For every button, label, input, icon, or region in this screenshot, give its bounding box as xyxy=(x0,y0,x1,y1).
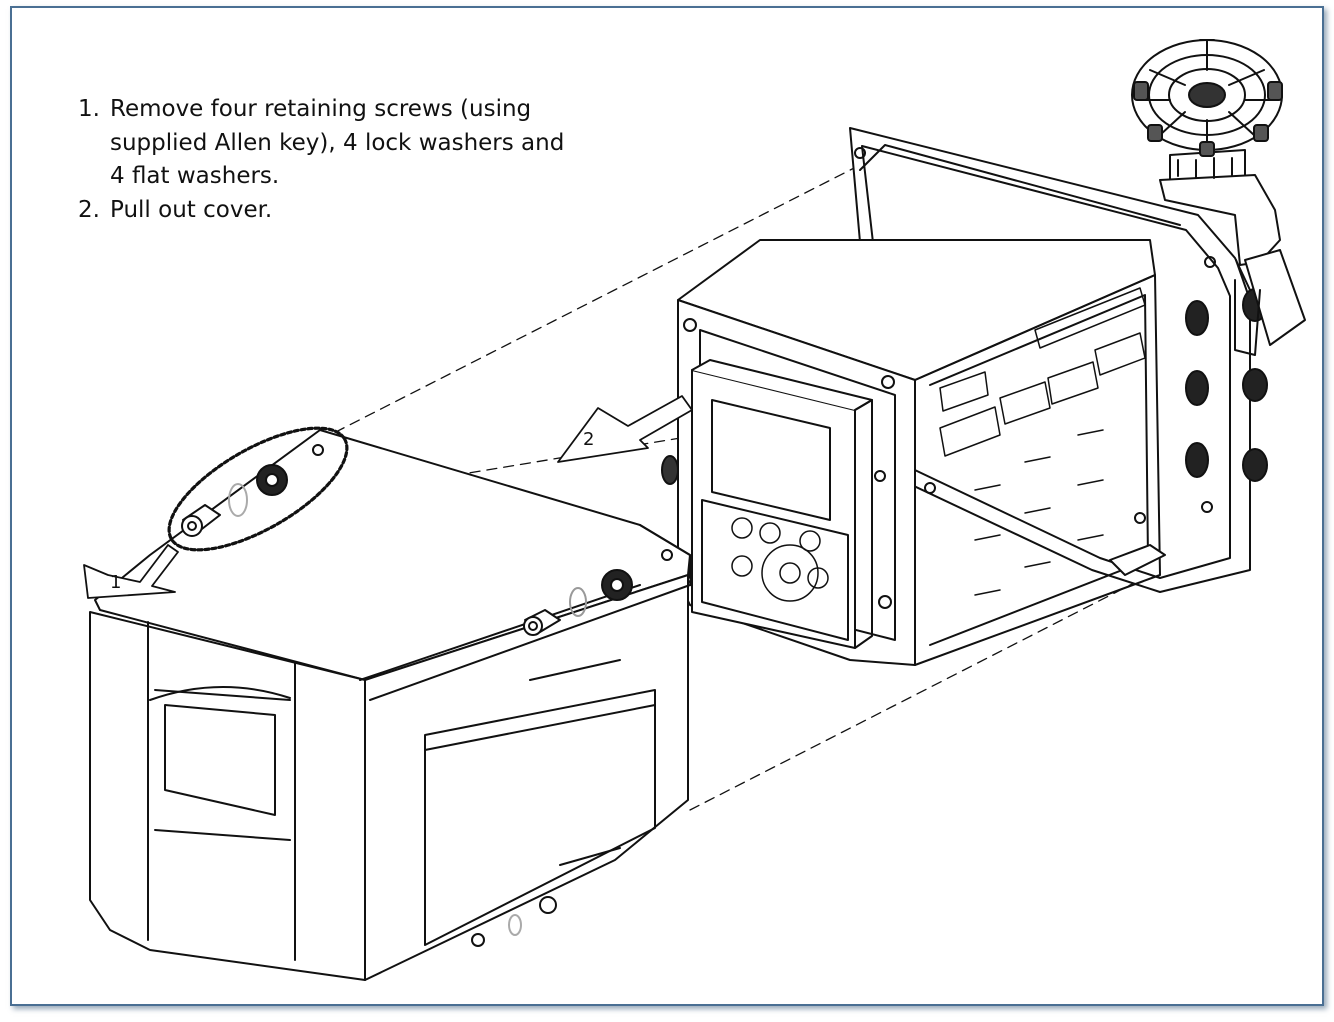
keypad-buttons xyxy=(731,517,829,602)
arrow-2-icon xyxy=(557,395,693,463)
step-number: 1. xyxy=(78,96,100,122)
vent-slots xyxy=(974,429,1104,596)
valve-handwheel-icon xyxy=(1131,39,1306,356)
step-text: Pull out cover. xyxy=(110,196,273,223)
arrow-1-icon xyxy=(83,544,179,599)
front-cover xyxy=(89,429,691,981)
callout-label-1: 1 xyxy=(110,572,121,593)
instruction-step-1: 1. Remove four retaining screws (using s… xyxy=(78,93,565,194)
screw-detail-callout xyxy=(167,426,349,552)
cover-hardware xyxy=(523,569,633,636)
display-screen xyxy=(711,399,831,521)
step-text: Remove four retaining screws (using supp… xyxy=(110,96,565,189)
terminal-blocks xyxy=(939,287,1146,457)
display-keypad-module xyxy=(661,359,873,649)
instruction-step-2: 2. Pull out cover. xyxy=(78,194,565,228)
step-number: 2. xyxy=(78,196,100,223)
cover-window xyxy=(164,704,276,816)
instruction-list: 1. Remove four retaining screws (using s… xyxy=(78,93,565,227)
callout-label-2: 2 xyxy=(583,429,594,450)
